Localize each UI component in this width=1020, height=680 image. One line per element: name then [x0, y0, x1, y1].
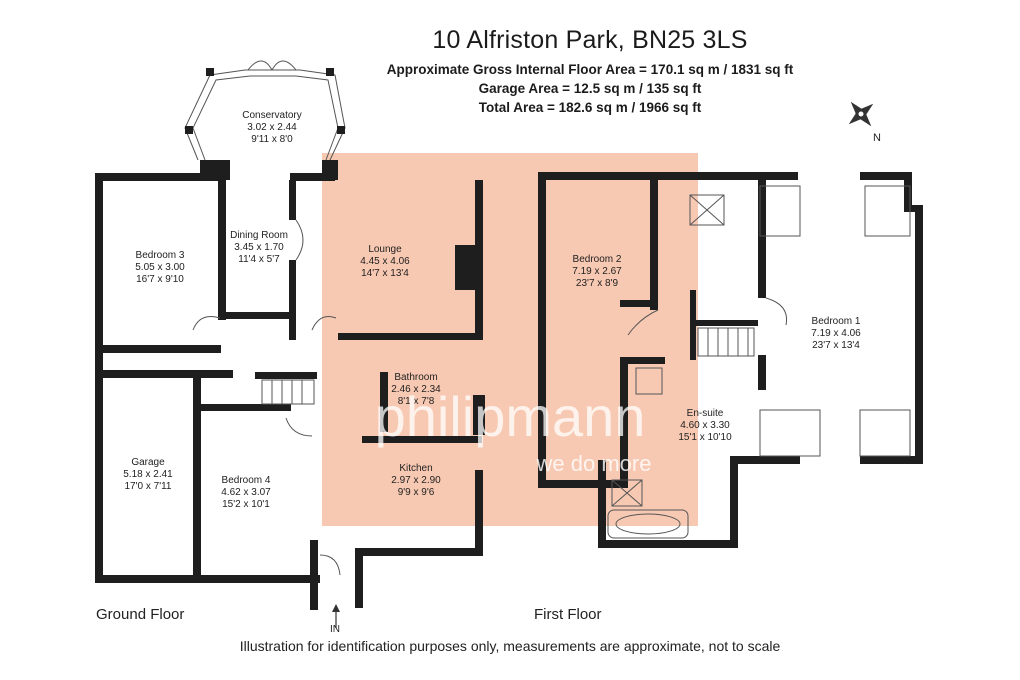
- svg-text:4.45 x 4.06: 4.45 x 4.06: [360, 256, 410, 267]
- ground-stairs: [261, 379, 315, 405]
- svg-text:Lounge: Lounge: [368, 244, 402, 255]
- svg-text:2.46 x 2.34: 2.46 x 2.34: [391, 384, 441, 395]
- entrance-arrow-icon: [332, 604, 340, 628]
- bathtub: [607, 509, 689, 539]
- ground-floor-walls: [95, 160, 485, 610]
- svg-text:11'4 x 5'7: 11'4 x 5'7: [238, 254, 280, 265]
- room-lounge: Lounge 4.45 x 4.06 14'7 x 13'4: [360, 244, 410, 279]
- svg-text:Dining Room: Dining Room: [230, 230, 288, 241]
- svg-text:7.19 x 2.67: 7.19 x 2.67: [572, 266, 622, 277]
- room-bathroom: Bathroom 2.46 x 2.34 8'1 x 7'8: [391, 372, 441, 407]
- garage-area-text: Garage Area = 12.5 sq m / 135 sq ft: [478, 81, 702, 96]
- compass-label: N: [873, 132, 881, 144]
- compass-icon: [848, 101, 874, 127]
- room-bedroom4: Bedroom 4 4.62 x 3.07 15'2 x 10'1: [221, 475, 271, 510]
- svg-text:9'9 x 9'6: 9'9 x 9'6: [398, 487, 435, 498]
- room-dining: Dining Room 3.45 x 1.70 11'4 x 5'7: [230, 230, 288, 265]
- svg-text:16'7 x 9'10: 16'7 x 9'10: [136, 274, 184, 285]
- door-swing: [192, 316, 221, 331]
- svg-text:23'7 x 8'9: 23'7 x 8'9: [576, 278, 619, 289]
- svg-text:3.02 x 2.44: 3.02 x 2.44: [247, 122, 297, 133]
- room-ensuite: En-suite 4.60 x 3.30 15'1 x 10'10: [678, 408, 732, 443]
- svg-text:5.18 x 2.41: 5.18 x 2.41: [123, 469, 173, 480]
- svg-text:5.05 x 3.00: 5.05 x 3.00: [135, 262, 185, 273]
- room-garage: Garage 5.18 x 2.41 17'0 x 7'11: [123, 457, 173, 492]
- wardrobe: [759, 409, 821, 457]
- door-swing: [311, 316, 337, 331]
- skylight: [689, 194, 725, 226]
- svg-text:En-suite: En-suite: [687, 408, 724, 419]
- svg-text:7.19 x 4.06: 7.19 x 4.06: [811, 328, 861, 339]
- svg-text:Bedroom 3: Bedroom 3: [136, 250, 185, 261]
- room-kitchen: Kitchen 2.97 x 2.90 9'9 x 9'6: [391, 463, 441, 498]
- door-swing: [285, 417, 313, 437]
- first-floor-label: First Floor: [534, 606, 602, 623]
- room-conservatory: Conservatory 3.02 x 2.44 9'11 x 8'0: [242, 110, 301, 145]
- plan-title: 10 Alfriston Park, BN25 3LS: [432, 26, 748, 54]
- conservatory-outline: [184, 60, 346, 161]
- svg-text:Bedroom 4: Bedroom 4: [222, 475, 271, 486]
- svg-text:9'11 x 8'0: 9'11 x 8'0: [251, 134, 293, 145]
- svg-text:23'7 x 13'4: 23'7 x 13'4: [812, 340, 860, 351]
- svg-text:Conservatory: Conservatory: [242, 110, 301, 121]
- svg-text:Bathroom: Bathroom: [394, 372, 437, 383]
- room-bedroom1: Bedroom 1 7.19 x 4.06 23'7 x 13'4: [811, 316, 861, 351]
- room-bedroom2: Bedroom 2 7.19 x 2.67 23'7 x 8'9: [572, 254, 622, 289]
- svg-text:4.60 x 3.30: 4.60 x 3.30: [680, 420, 730, 431]
- svg-text:14'7 x 13'4: 14'7 x 13'4: [361, 268, 409, 279]
- watermark-brand: philipmann: [375, 385, 646, 448]
- wardrobe: [759, 185, 801, 237]
- wardrobe: [864, 185, 911, 237]
- svg-text:Garage: Garage: [131, 457, 165, 468]
- first-stairs: [697, 327, 755, 357]
- door-swing: [627, 309, 659, 336]
- svg-text:3.45 x 1.70: 3.45 x 1.70: [234, 242, 284, 253]
- door-swing: [295, 219, 304, 261]
- svg-text:8'1 x 7'8: 8'1 x 7'8: [398, 396, 435, 407]
- wardrobe: [859, 409, 911, 457]
- svg-text:Kitchen: Kitchen: [399, 463, 432, 474]
- svg-text:15'2 x 10'1: 15'2 x 10'1: [222, 499, 270, 510]
- door-swing: [319, 554, 341, 576]
- svg-text:Bedroom 2: Bedroom 2: [573, 254, 622, 265]
- watermark-tagline: we do more: [536, 451, 652, 476]
- room-bedroom3: Bedroom 3 5.05 x 3.00 16'7 x 9'10: [135, 250, 185, 285]
- ground-floor-label: Ground Floor: [96, 606, 185, 623]
- skylight: [611, 479, 643, 507]
- svg-text:4.62 x 3.07: 4.62 x 3.07: [221, 487, 271, 498]
- disclaimer-text: Illustration for identification purposes…: [239, 638, 781, 654]
- entrance-label: IN: [330, 624, 340, 635]
- svg-text:2.97 x 2.90: 2.97 x 2.90: [391, 475, 441, 486]
- svg-text:Bedroom 1: Bedroom 1: [812, 316, 861, 327]
- first-floor-walls: [538, 172, 923, 548]
- svg-text:17'0 x 7'11: 17'0 x 7'11: [124, 481, 171, 492]
- door-swing: [765, 297, 788, 326]
- svg-text:15'1 x 10'10: 15'1 x 10'10: [678, 432, 732, 443]
- shower-tray: [635, 367, 663, 395]
- floor-area-text: Approximate Gross Internal Floor Area = …: [386, 62, 794, 77]
- total-area-text: Total Area = 182.6 sq m / 1966 sq ft: [478, 100, 702, 115]
